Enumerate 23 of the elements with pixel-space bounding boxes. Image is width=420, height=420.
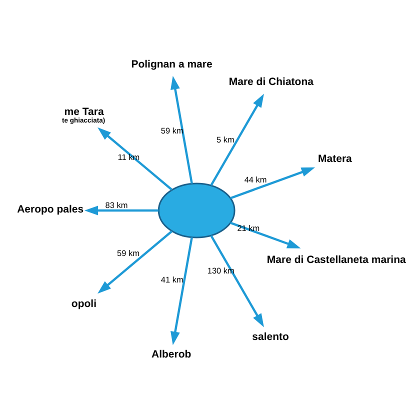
node-text: Mare di Chiatona [228,76,314,88]
arrow [98,230,173,294]
arrow [84,205,158,215]
node-text: opoli [71,298,97,310]
arrow [230,221,301,248]
node-text: Matera [318,152,352,165]
edge-label: 83 km [105,200,128,210]
arrow [98,126,173,190]
arrow [210,234,264,327]
edge-label: 59 km [117,248,140,258]
node-text: Aeropo pales [17,203,84,216]
node-text: Alberob [152,348,192,360]
arrow [210,93,264,186]
node-ellipse [158,182,236,238]
node-text: salento [252,330,289,343]
node-text: Mare di Castellaneta marina [266,253,406,266]
arrow [170,75,193,184]
arrow [230,166,316,199]
edge-label: 41 km [160,275,184,284]
arrow [170,236,193,345]
edge-label: 44 km [244,175,267,184]
node-text: Polignan a mare [131,58,212,70]
edge-label: 5 km [216,135,234,144]
